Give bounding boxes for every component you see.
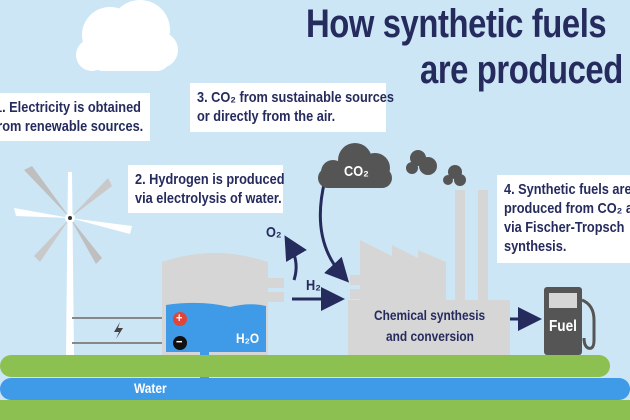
ground bbox=[0, 355, 610, 377]
wind-turbine-icon bbox=[14, 166, 132, 355]
co2-arrow bbox=[318, 179, 350, 283]
step-4-line-4: synthesis. bbox=[504, 238, 567, 255]
step-2-line-1: 2. Hydrogen is produced bbox=[135, 171, 285, 188]
h2-label: H₂ bbox=[306, 277, 321, 294]
step-2-line-2: via electrolysis of water. bbox=[135, 190, 282, 207]
step-4-box: 4. Synthetic fuels are produced from CO₂… bbox=[497, 175, 630, 263]
co2-cloud-label: CO₂ bbox=[344, 163, 369, 180]
title-line-2: are produced bbox=[420, 48, 623, 92]
co2-cloud-icon bbox=[318, 143, 392, 188]
step-4-line-2: produced from CO₂ and bbox=[504, 200, 630, 217]
step-2-box: 2. Hydrogen is produced via electrolysis… bbox=[128, 165, 285, 213]
h2o-label: H₂O bbox=[236, 330, 260, 346]
minus-terminal-icon bbox=[173, 336, 187, 350]
step-3-line-1: 3. CO₂ from sustainable sources bbox=[197, 89, 394, 106]
title-line-1: How synthetic fuels bbox=[306, 2, 607, 46]
chemical-synthesis-line-1: Chemical synthesis bbox=[374, 307, 486, 323]
lightning-icon bbox=[114, 322, 123, 339]
step-1-line-2: from renewable sources. bbox=[0, 118, 144, 135]
step-3-line-2: or directly from the air. bbox=[197, 108, 336, 125]
o2-label: O₂ bbox=[266, 224, 282, 241]
step-1-box: 1. Electricity is obtained from renewabl… bbox=[0, 93, 150, 141]
smoke-icon bbox=[406, 150, 466, 186]
plus-terminal-icon bbox=[173, 312, 187, 326]
chemical-synthesis-line-2: and conversion bbox=[386, 328, 474, 344]
factory-icon bbox=[348, 190, 510, 355]
o2-arrow bbox=[284, 235, 307, 281]
minus-label: − bbox=[176, 334, 183, 349]
plus-label: + bbox=[176, 310, 183, 325]
fuel-pump-icon bbox=[544, 287, 596, 355]
water-label: Water bbox=[134, 380, 167, 396]
water-pipe bbox=[0, 378, 630, 400]
cloud-icon bbox=[76, 0, 178, 71]
step-4-line-3: via Fischer-Tropsch bbox=[504, 219, 625, 236]
water-tank bbox=[166, 302, 266, 352]
fuel-label: Fuel bbox=[549, 318, 577, 335]
step-1-line-1: 1. Electricity is obtained bbox=[0, 99, 141, 116]
step-4-line-1: 4. Synthetic fuels are bbox=[504, 181, 630, 198]
step-3-box: 3. CO₂ from sustainable sources or direc… bbox=[190, 83, 394, 132]
